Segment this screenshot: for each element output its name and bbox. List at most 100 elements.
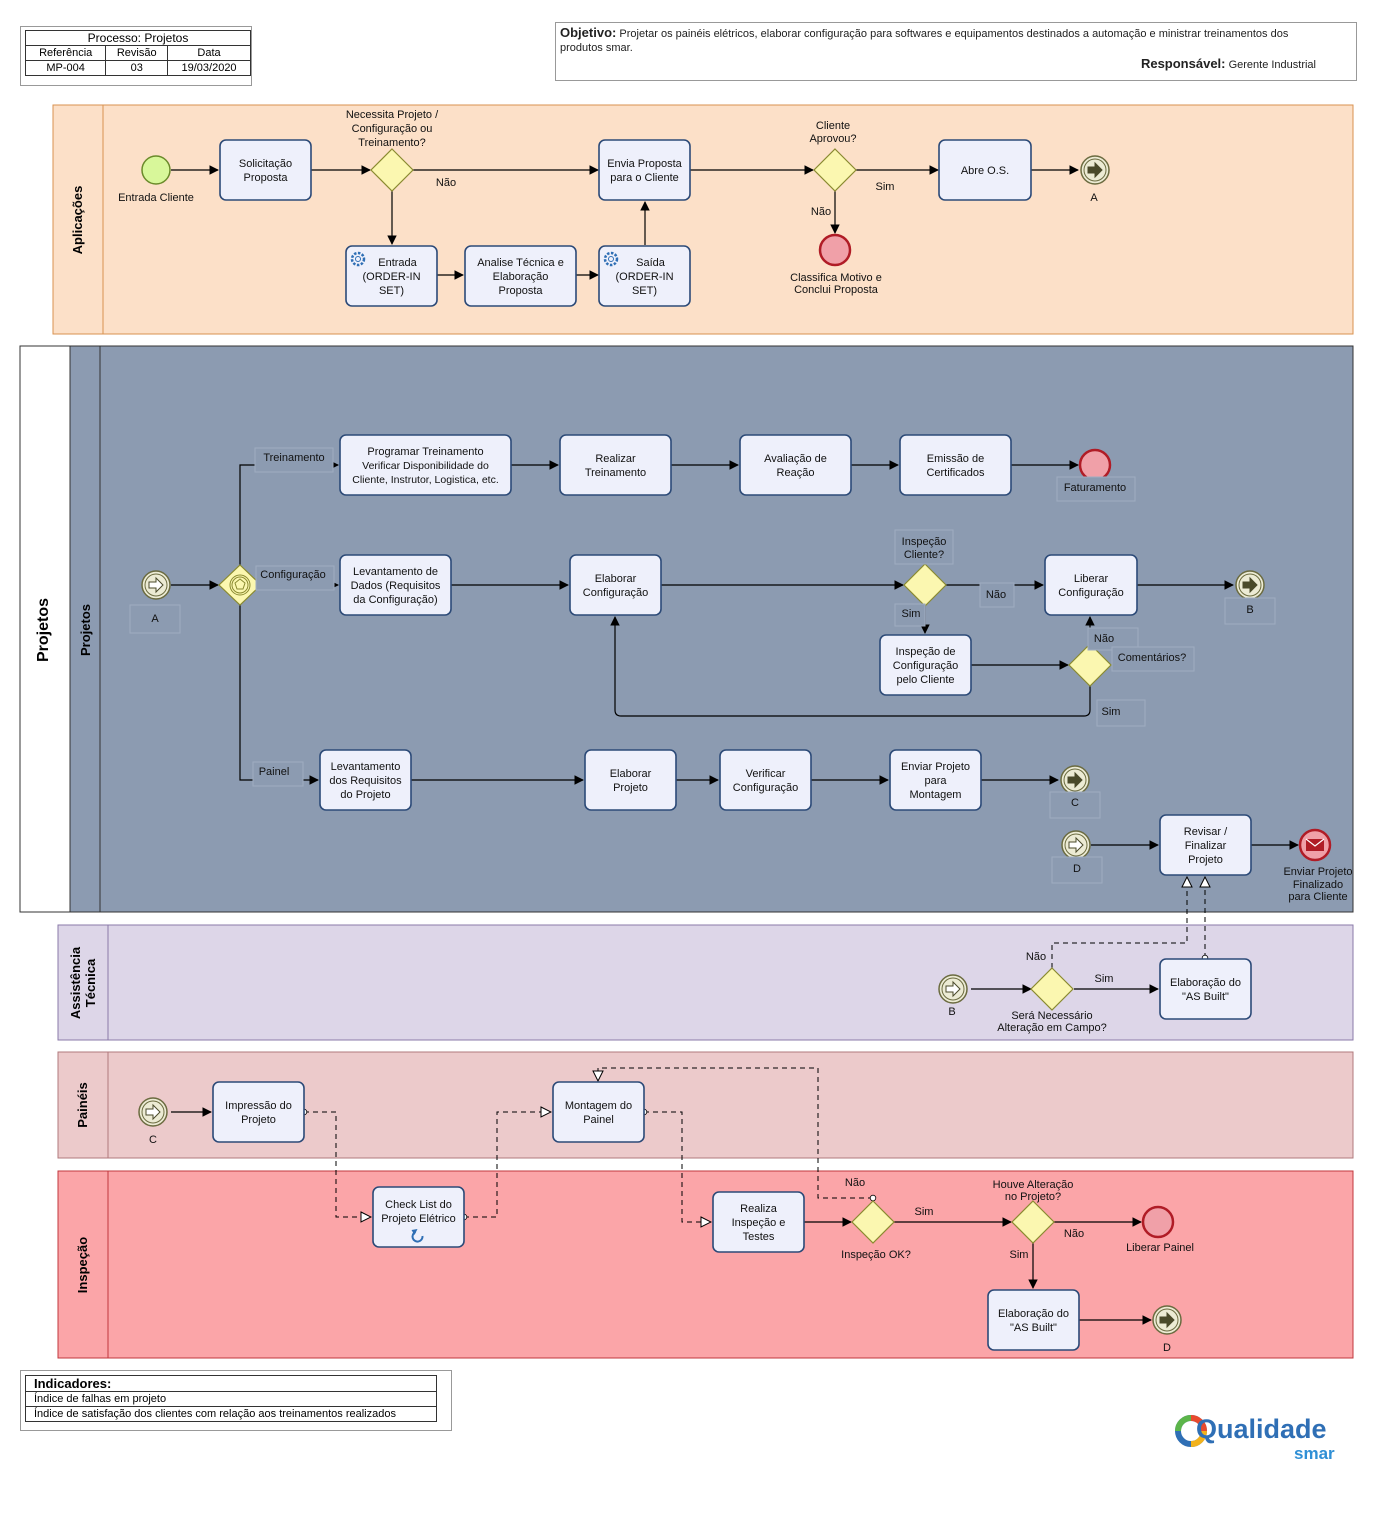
indicator-item-1: Índice de falhas em projeto xyxy=(25,1391,437,1407)
link-d-in-event[interactable] xyxy=(1061,830,1091,860)
task-check-list-line-1: Check List do xyxy=(385,1199,452,1211)
task-elaborar-projeto-line-2: Projeto xyxy=(613,782,648,794)
link-c-out-event[interactable] xyxy=(1060,765,1090,795)
task-elaborar-projeto-line-1: Elaborar xyxy=(610,768,652,780)
label-enviar-finalizado-1: Enviar Projeto xyxy=(1283,866,1352,878)
task-realiza-inspecao-line-1: Realiza xyxy=(740,1203,778,1215)
link-d-out-event[interactable] xyxy=(1152,1305,1182,1335)
label-necessita-3: Treinamento? xyxy=(358,137,425,149)
label-necessita-1: Necessita Projeto / xyxy=(346,109,439,121)
task-enviar-projeto-line-1: Enviar Projeto xyxy=(901,761,970,773)
responsavel-value: Gerente Industrial xyxy=(1228,59,1316,71)
task-as-built-insp[interactable]: Elaboração do"AS Built" xyxy=(987,1289,1080,1351)
label-link-a-in: A xyxy=(151,613,159,625)
link-arrow-icon xyxy=(1242,576,1258,594)
gateway-event-based[interactable] xyxy=(218,564,262,606)
label-nao-5: Não xyxy=(1026,951,1046,963)
label-classifica-2: Conclui Proposta xyxy=(794,284,879,296)
pool-label-projetos: Projetos xyxy=(35,598,52,662)
link-b-in-event[interactable] xyxy=(938,974,968,1004)
label-nao-6: Não xyxy=(845,1177,865,1189)
label-sera-necessario-1: Será Necessário xyxy=(1011,1010,1092,1022)
task-as-built-insp-line-1: Elaboração do xyxy=(998,1308,1069,1320)
label-link-c-in: C xyxy=(149,1134,157,1146)
task-analise-line-2: Elaboração xyxy=(493,271,549,283)
link-a-in-event[interactable] xyxy=(141,570,171,600)
label-comentarios: Comentários? xyxy=(1118,652,1186,664)
task-as-built-assist-line-2: "AS Built" xyxy=(1182,991,1229,1003)
end-event-liberar-painel[interactable] xyxy=(1141,1205,1175,1239)
label-sera-necessario-2: Alteração em Campo? xyxy=(997,1022,1106,1034)
gateway-inspecao-ok[interactable] xyxy=(851,1200,895,1244)
gateway-sera-necessario[interactable] xyxy=(1030,967,1074,1011)
lane-assistencia: Assistência Técnica xyxy=(57,924,1354,1041)
indicators-table: Indicadores: Índice de falhas em projeto… xyxy=(25,1375,437,1422)
link-b-out-event[interactable] xyxy=(1235,570,1265,600)
end-event-faturamento[interactable] xyxy=(1078,448,1112,482)
task-inspecao-config-line-3: pelo Cliente xyxy=(896,674,954,686)
label-houve-alteracao-1: Houve Alteração xyxy=(993,1179,1074,1191)
label-link-d-out: D xyxy=(1163,1342,1171,1354)
label-painel: Painel xyxy=(259,766,290,778)
label-cliente-aprovou-1: Cliente xyxy=(816,120,850,132)
task-abre-os[interactable]: Abre O.S. xyxy=(938,139,1032,201)
link-arrow-icon xyxy=(945,980,961,998)
label-inspecao-cliente-2: Cliente? xyxy=(904,549,944,561)
label-nao-7: Não xyxy=(1064,1228,1084,1240)
label-sim-5: Sim xyxy=(1095,973,1114,985)
task-emissao-line-1: Emissão de xyxy=(927,453,984,465)
label-sim-1: Sim xyxy=(876,181,895,193)
gateway-necessita[interactable] xyxy=(370,148,414,192)
task-as-built-assist[interactable]: Elaboração do"AS Built" xyxy=(1159,958,1252,1020)
gateway-comentarios[interactable] xyxy=(1068,643,1112,687)
label-nao-3: Não xyxy=(986,589,1006,601)
end-event-classifica[interactable] xyxy=(818,233,852,267)
gear-icon xyxy=(603,251,619,267)
label-faturamento: Faturamento xyxy=(1064,482,1126,494)
task-levantamento-dados-line-2: Dados (Requisitos xyxy=(351,580,441,592)
lane-label-aplicacoes: Aplicações xyxy=(70,186,85,255)
objective-box: Objetivo: Projetar os painéis elétricos,… xyxy=(555,22,1357,81)
gateway-cliente-aprovou[interactable] xyxy=(813,148,857,192)
link-a-out-event[interactable] xyxy=(1080,155,1110,185)
label-enviar-finalizado-2: Finalizado xyxy=(1293,879,1343,891)
link-c-in-event[interactable] xyxy=(138,1097,168,1127)
task-saida-order-line-1: Saída xyxy=(636,257,666,269)
lane-label-paineis: Painéis xyxy=(75,1082,90,1128)
task-verificar-config-line-1: Verificar xyxy=(746,768,786,780)
process-header-box: Processo: Projetos Referência Revisão Da… xyxy=(20,26,252,86)
task-avaliacao-line-2: Reação xyxy=(777,467,815,479)
gateway-houve-alteracao[interactable] xyxy=(1011,1200,1055,1244)
end-event-message-enviar[interactable] xyxy=(1298,828,1332,862)
task-revisar-line-3: Projeto xyxy=(1188,854,1223,866)
task-entrada-order-line-1: Entrada xyxy=(378,257,417,269)
col-revisao: Revisão xyxy=(105,45,169,61)
sequence-flows xyxy=(171,165,1299,1325)
task-realizar-trein-line-1: Realizar xyxy=(595,453,636,465)
start-event-entrada-cliente[interactable] xyxy=(141,155,171,185)
label-nao-2: Não xyxy=(811,206,831,218)
